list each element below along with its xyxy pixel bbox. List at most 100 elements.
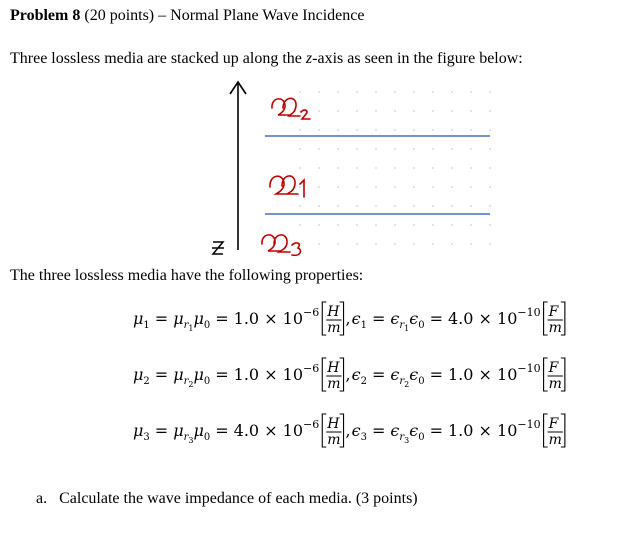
grid-dot bbox=[451, 129, 453, 131]
properties-heading: The three lossless media have the follow… bbox=[10, 267, 364, 284]
grid-dot bbox=[394, 186, 396, 188]
grid-dot bbox=[299, 205, 301, 207]
grid-dot bbox=[470, 148, 472, 150]
equals-sign: = bbox=[215, 421, 228, 440]
eps-exponent: −10 bbox=[517, 362, 540, 375]
grid-dot bbox=[375, 129, 377, 131]
grid-dot bbox=[318, 129, 320, 131]
eps-rel-symbol: ϵ bbox=[390, 309, 399, 328]
grid-dot bbox=[489, 243, 491, 245]
mu-exponent: −6 bbox=[303, 362, 319, 375]
z-axis-label bbox=[211, 241, 225, 255]
mu-exponent: −6 bbox=[303, 306, 319, 319]
problem-label: Problem 8 bbox=[10, 7, 81, 24]
grid-dot bbox=[299, 224, 301, 226]
grid-dot bbox=[489, 205, 491, 207]
grid-dot bbox=[413, 91, 415, 93]
grid-dot bbox=[356, 167, 358, 169]
problem-points: (20 points) bbox=[80, 7, 155, 24]
grid-dot bbox=[432, 167, 434, 169]
intro-axis: z bbox=[305, 50, 313, 67]
mu-rel-symbol: μ bbox=[173, 309, 183, 328]
mu-bracket-left bbox=[321, 413, 327, 448]
mu-rel-symbol: μ bbox=[173, 365, 183, 384]
grid-dot bbox=[337, 148, 339, 150]
mu-value: 1.0 × 10 bbox=[234, 365, 303, 384]
mu-symbol: μ bbox=[133, 365, 143, 384]
eps-bracket-left bbox=[543, 301, 548, 336]
grid-dot bbox=[470, 91, 472, 93]
grid-dot bbox=[375, 167, 377, 169]
eps-rel-index: 2 bbox=[404, 380, 409, 389]
grid-dot bbox=[432, 205, 434, 207]
mu-rel-r: r bbox=[184, 432, 190, 443]
grid-dot bbox=[394, 205, 396, 207]
grid-dot bbox=[318, 91, 320, 93]
eps-value: 1.0 × 10 bbox=[448, 421, 517, 440]
comma: , bbox=[346, 365, 351, 384]
grid-dot bbox=[470, 224, 472, 226]
mu-unit-top: H bbox=[326, 360, 340, 376]
mu-value: 1.0 × 10 bbox=[234, 309, 303, 328]
eps-index: 1 bbox=[361, 320, 367, 331]
grid-dot bbox=[394, 110, 396, 112]
grid-dot bbox=[432, 243, 434, 245]
mu-index: 3 bbox=[143, 432, 149, 443]
mu-zero-symbol: μ bbox=[193, 309, 203, 328]
dot-grid bbox=[299, 91, 491, 245]
eps-index: 2 bbox=[361, 376, 367, 387]
eps-unit-top: F bbox=[548, 304, 560, 320]
grid-dot bbox=[470, 243, 472, 245]
region-omega-2-label bbox=[271, 97, 311, 120]
eps-rel-r: r bbox=[399, 376, 405, 387]
mu-bracket-right bbox=[339, 413, 345, 448]
eps-symbol: ϵ bbox=[352, 365, 361, 384]
eps-rel-index: 1 bbox=[404, 324, 409, 333]
equals-sign: = bbox=[430, 421, 443, 440]
mu-unit-bottom: m bbox=[327, 320, 340, 336]
grid-dot bbox=[356, 91, 358, 93]
eps-zero-symbol: ϵ bbox=[409, 421, 418, 440]
grid-dot bbox=[432, 91, 434, 93]
equals-sign: = bbox=[215, 309, 228, 328]
grid-dot bbox=[356, 186, 358, 188]
grid-dot bbox=[470, 205, 472, 207]
eps-bracket-left bbox=[543, 413, 548, 448]
comma: , bbox=[346, 309, 351, 328]
mu-rel-index: 2 bbox=[188, 380, 193, 389]
grid-dot bbox=[375, 91, 377, 93]
grid-dot bbox=[337, 186, 339, 188]
equals-sign: = bbox=[430, 365, 443, 384]
eps-zero-index: 0 bbox=[418, 432, 424, 443]
grid-dot bbox=[356, 110, 358, 112]
grid-dot bbox=[394, 129, 396, 131]
mu-bracket-right bbox=[339, 357, 345, 392]
eps-unit-top: F bbox=[548, 360, 560, 376]
grid-dot bbox=[451, 205, 453, 207]
equals-sign: = bbox=[430, 309, 443, 328]
grid-dot bbox=[318, 224, 320, 226]
grid-dot bbox=[413, 148, 415, 150]
eps-rel-index: 3 bbox=[404, 436, 409, 445]
grid-dot bbox=[394, 167, 396, 169]
mu-bracket-left bbox=[321, 301, 327, 336]
mu-zero-index: 0 bbox=[204, 432, 210, 443]
mu-value: 4.0 × 10 bbox=[234, 421, 303, 440]
equals-sign: = bbox=[372, 365, 385, 384]
grid-dot bbox=[375, 148, 377, 150]
grid-dot bbox=[470, 129, 472, 131]
intro-paragraph: Three lossless media are stacked up alon… bbox=[10, 50, 523, 68]
equals-sign: = bbox=[372, 309, 385, 328]
mu-zero-symbol: μ bbox=[193, 421, 203, 440]
region-omega-3-label bbox=[261, 234, 302, 257]
mu-bracket-left bbox=[321, 357, 327, 392]
grid-dot bbox=[337, 91, 339, 93]
grid-dot bbox=[337, 205, 339, 207]
grid-dot bbox=[470, 186, 472, 188]
grid-dot bbox=[356, 205, 358, 207]
mu-unit-bottom: m bbox=[327, 376, 340, 392]
eps-zero-symbol: ϵ bbox=[409, 365, 418, 384]
grid-dot bbox=[489, 110, 491, 112]
